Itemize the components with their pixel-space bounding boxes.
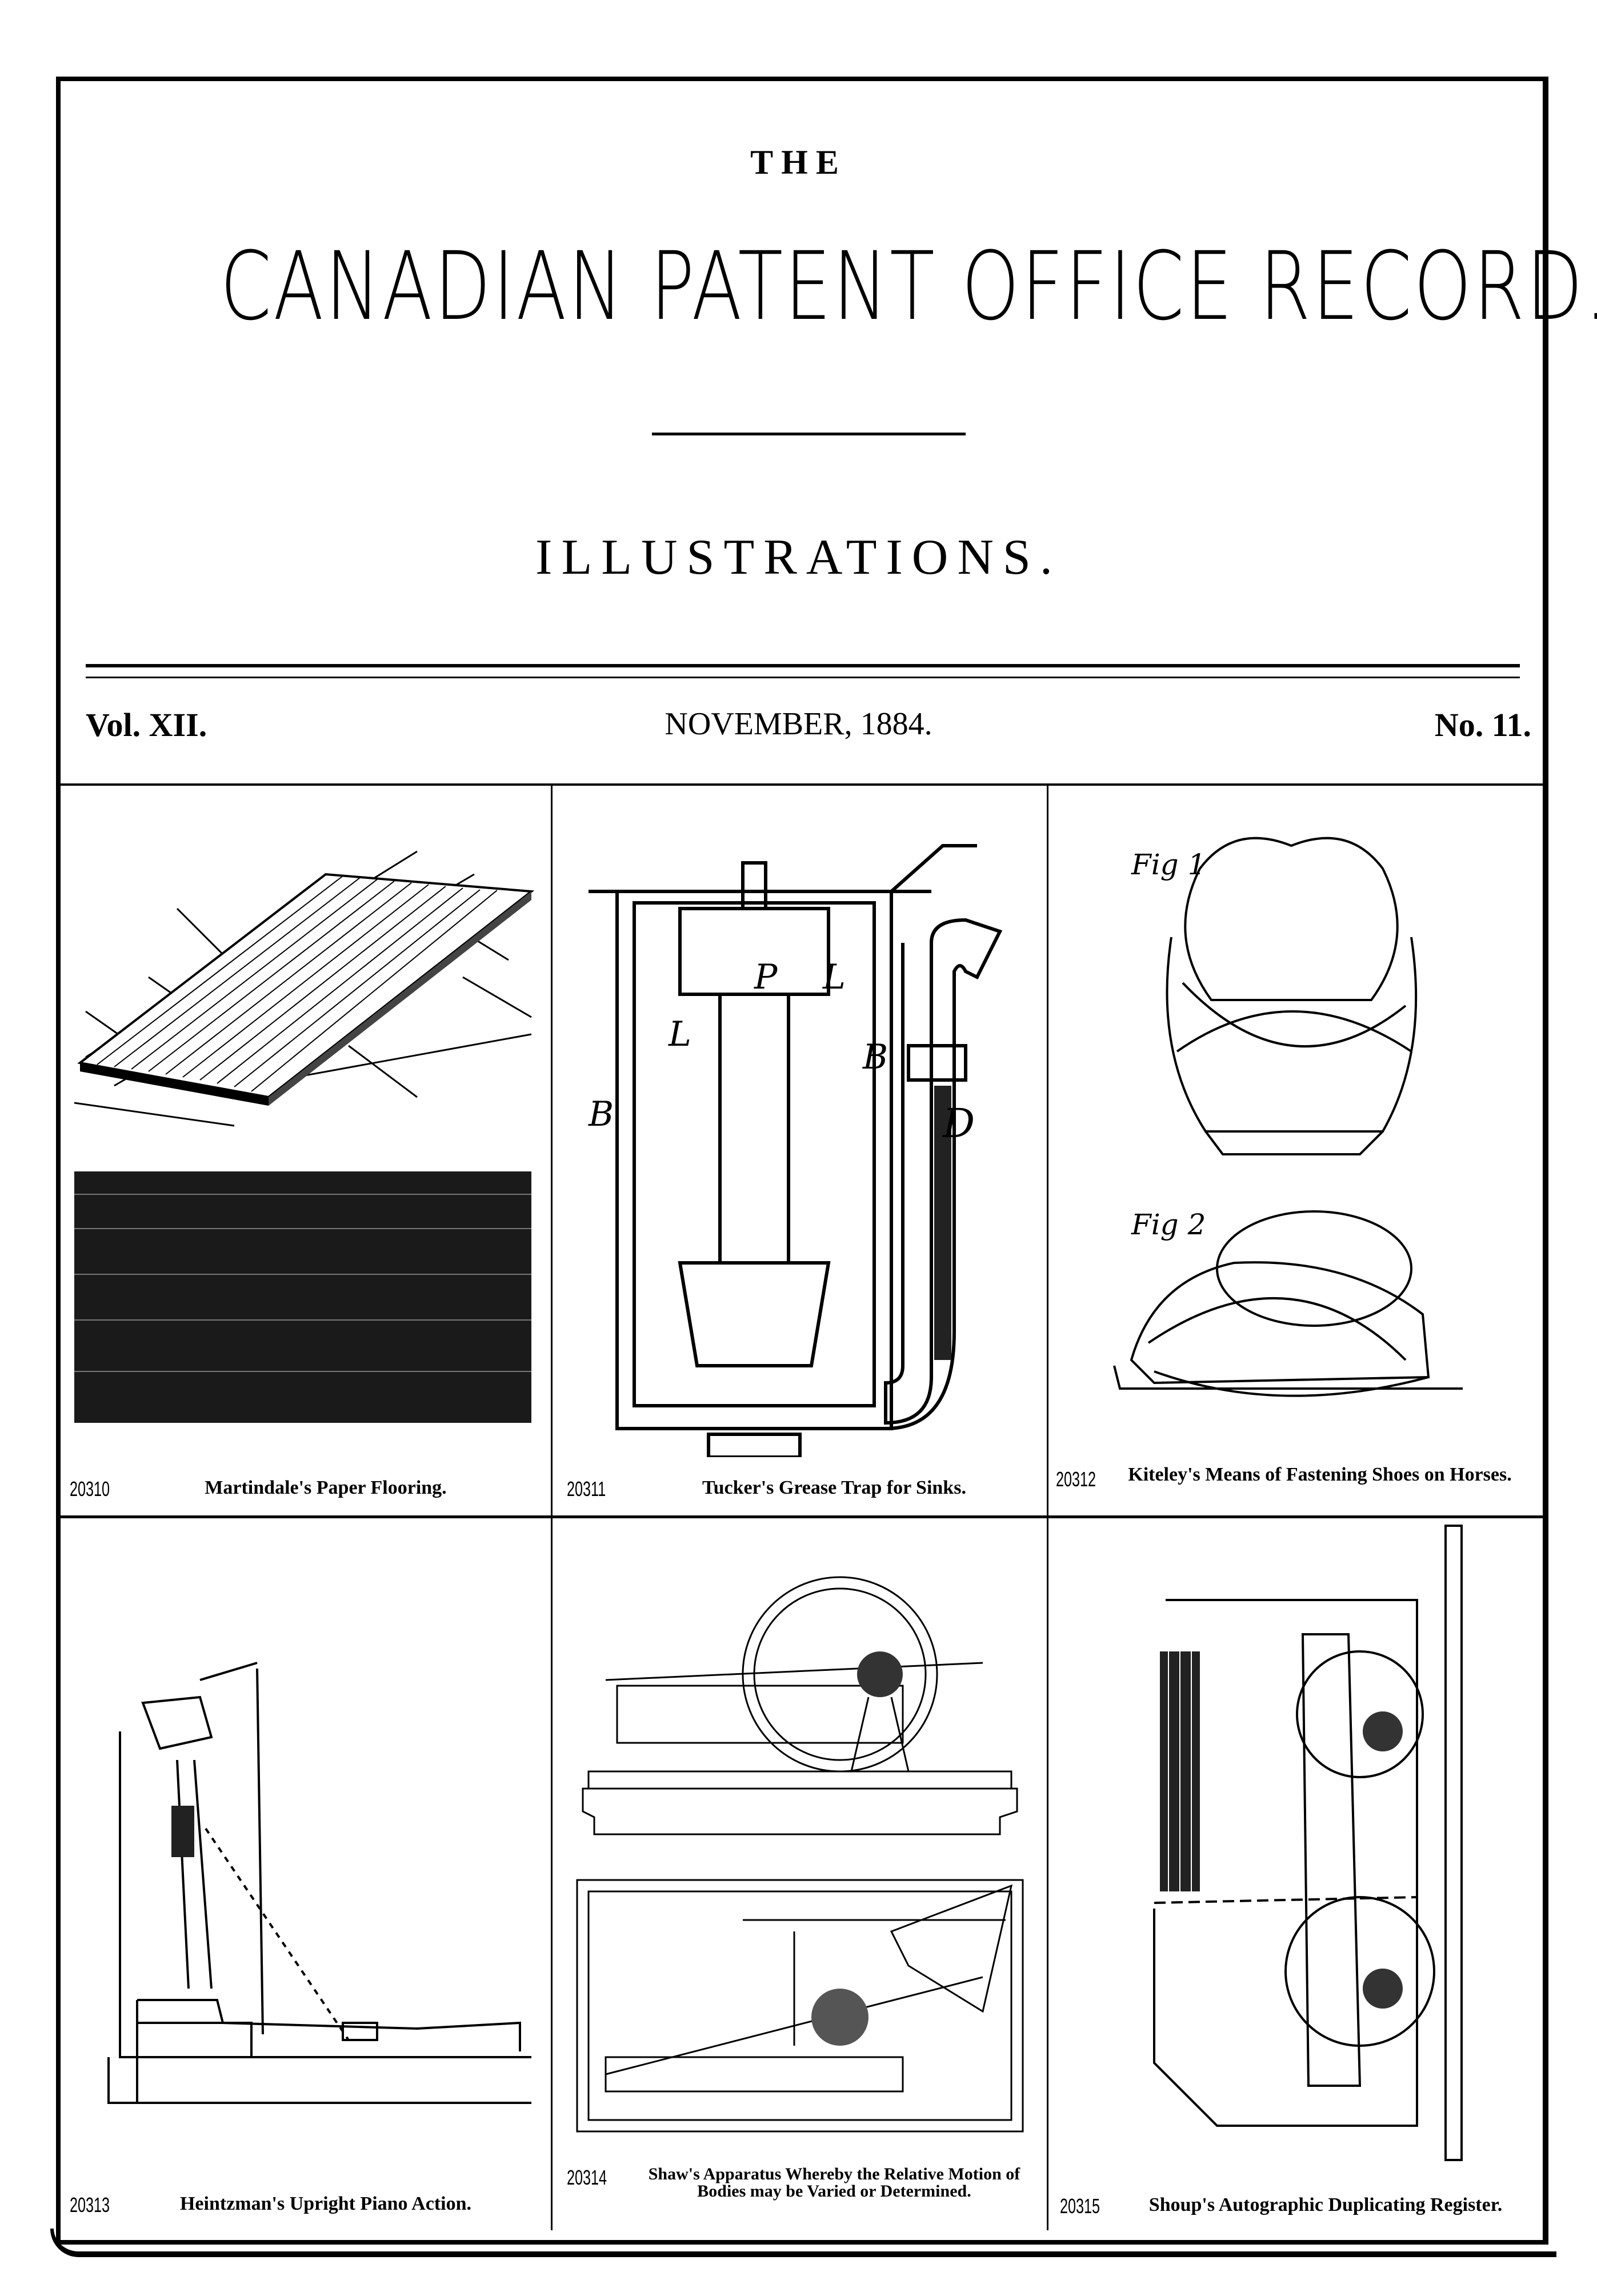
- patent-caption: Martindale's Paper Flooring.: [205, 1477, 447, 1498]
- figure-label: Fig 1: [1131, 848, 1206, 881]
- patent-caption: Shoup's Autographic Duplicating Register…: [1148, 2194, 1503, 2215]
- column-divider-2: [1047, 785, 1048, 2230]
- svg-text:L: L: [668, 1014, 691, 1054]
- patent-number: 20313: [70, 2193, 110, 2217]
- double-rule-bottom: [86, 677, 1520, 678]
- illustration-paper-flooring: [63, 829, 537, 1423]
- row-divider: [61, 1515, 1544, 1518]
- patent-number: 20311: [567, 1477, 606, 1501]
- double-rule-top: [86, 664, 1520, 667]
- patent-caption: Tucker's Grease Trap for Sinks.: [702, 1477, 966, 1498]
- svg-text:D: D: [942, 1100, 975, 1147]
- volume-label: Vol. XII.: [86, 706, 207, 743]
- svg-text:B: B: [588, 1094, 614, 1134]
- masthead-the: THE: [750, 143, 847, 181]
- page-border-curl: [50, 2229, 1556, 2257]
- issue-number: No. 11.: [1434, 706, 1531, 743]
- illustration-piano-action: [74, 1657, 543, 2126]
- patent-caption: Heintzman's Upright Piano Action.: [179, 2193, 472, 2214]
- illustration-grease-trap: P L L B B D: [588, 806, 1034, 1457]
- title-divider: [652, 433, 966, 435]
- header-rule: [61, 783, 1544, 786]
- section-heading: ILLUSTRATIONS.: [535, 530, 1062, 585]
- illustration-horseshoe-fastening: Fig 1 Fig 2: [1063, 811, 1531, 1469]
- issue-date: NOVEMBER, 1884.: [665, 706, 932, 742]
- page-title: CANADIAN PATENT OFFICE RECORD.: [220, 231, 1597, 341]
- page-border: [56, 77, 1548, 2245]
- patent-number: 20314: [567, 2166, 607, 2189]
- patent-number: 20310: [70, 1477, 110, 1501]
- svg-text:P: P: [754, 957, 778, 997]
- column-divider-1: [551, 785, 553, 2230]
- svg-text:B: B: [862, 1037, 888, 1077]
- illustration-duplicating-register: [1120, 1520, 1531, 2171]
- svg-text:L: L: [822, 957, 846, 997]
- figure-label: Fig 2: [1131, 1208, 1206, 1241]
- patent-number: 20312: [1056, 1467, 1096, 1491]
- illustration-relative-motion-apparatus: [571, 1566, 1028, 2160]
- patent-caption: Kiteley's Means of Fastening Shoes on Ho…: [1128, 1464, 1512, 1485]
- patent-number: 20315: [1060, 2194, 1100, 2218]
- patent-caption: Shaw's Apparatus Whereby the Relative Mo…: [648, 2165, 1020, 2201]
